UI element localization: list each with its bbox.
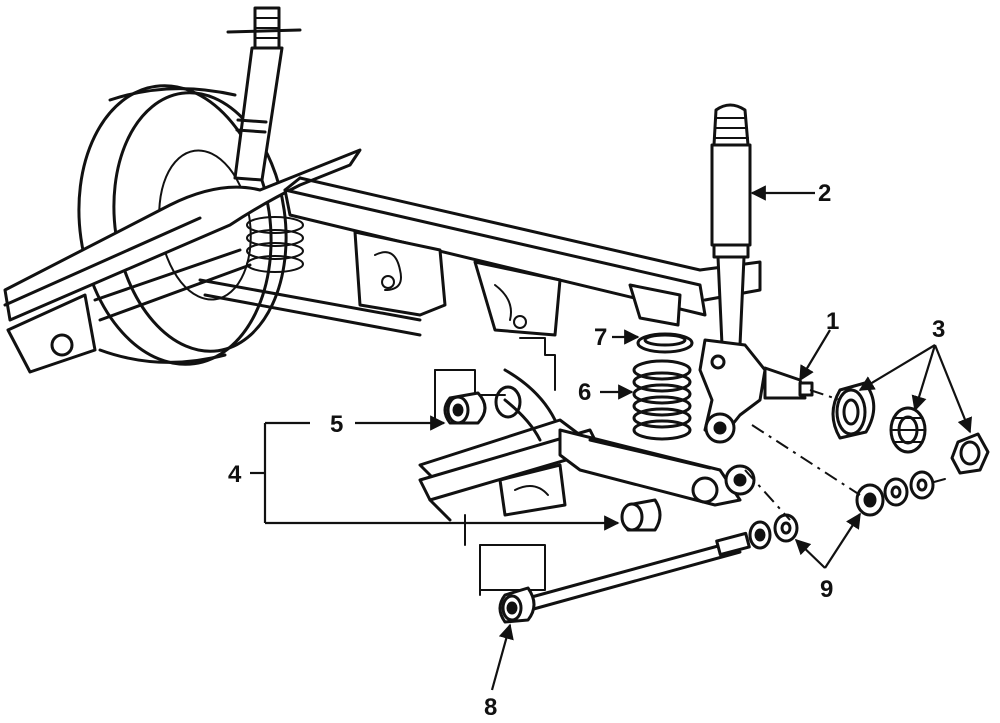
- reference-blocks: [434, 337, 556, 596]
- callout-9: 9: [820, 576, 833, 603]
- upper-bushing: [443, 385, 522, 425]
- frame-rail: [3, 148, 762, 374]
- callout-1: 1: [826, 308, 839, 335]
- frame-brackets: [353, 230, 682, 337]
- knuckle: [698, 338, 814, 444]
- callout-6: 6: [578, 379, 591, 406]
- callout-8: 8: [484, 694, 497, 721]
- tire-illustration: [77, 84, 288, 366]
- coil-spring: [632, 359, 692, 441]
- callout-7: 7: [594, 324, 607, 351]
- left-coil-spring: [246, 216, 304, 273]
- lateral-link: [498, 531, 751, 624]
- lower-bushing: [620, 498, 662, 532]
- callout-leaders: [250, 185, 972, 691]
- hub-components: [831, 381, 990, 475]
- callout-3: 3: [932, 316, 945, 343]
- link-hardware: [748, 470, 946, 550]
- lower-control-arm: [558, 428, 756, 507]
- callout-2: 2: [818, 180, 831, 207]
- callout-5: 5: [330, 411, 343, 438]
- callout-4: 4: [228, 461, 242, 488]
- alignment-lines: [744, 389, 861, 521]
- spring-insulator: [636, 332, 694, 354]
- left-shock-absorber: [226, 6, 302, 182]
- right-shock-absorber: [710, 103, 752, 347]
